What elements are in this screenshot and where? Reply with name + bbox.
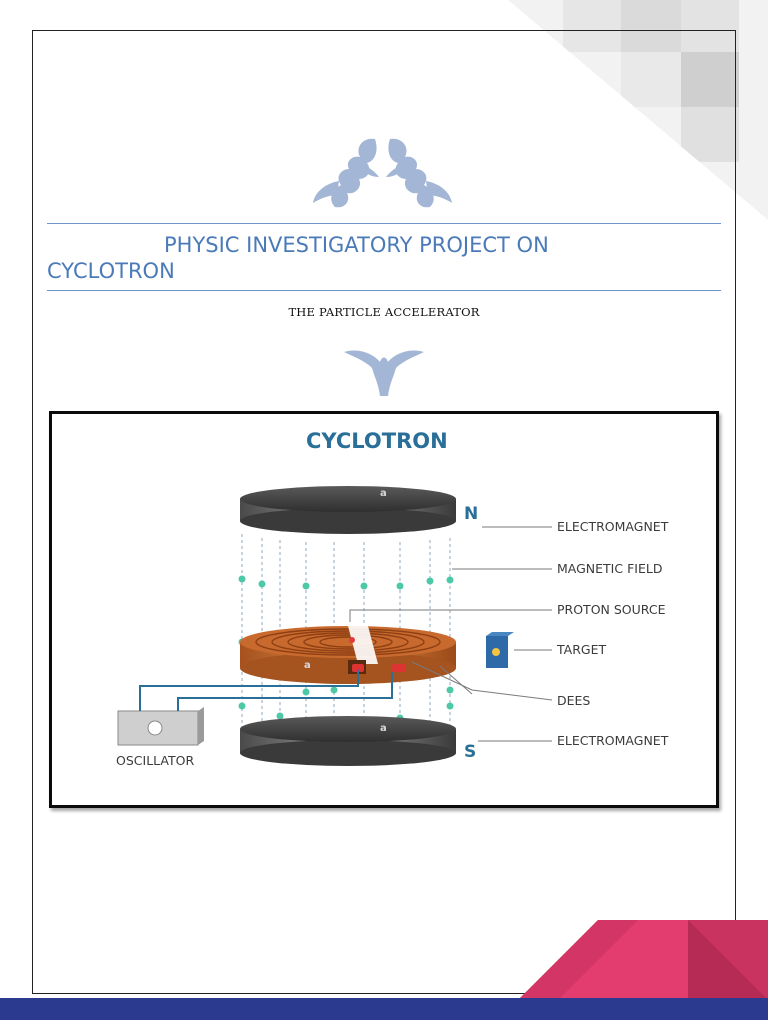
corner-decoration-top-right xyxy=(508,0,768,220)
electromagnet-bottom: a xyxy=(240,716,456,766)
corner-decoration-bottom-right xyxy=(518,920,768,1000)
document-title: PHYSIC INVESTIGATORY PROJECT ON CYCLOTRO… xyxy=(47,232,721,284)
cyclotron-figure: CYCLOTRON a N xyxy=(49,411,719,808)
title-rule-top xyxy=(47,223,721,224)
cyclotron-diagram: CYCLOTRON a N xyxy=(116,429,669,768)
label-magnetic-field: MAGNETIC FIELD xyxy=(557,561,662,576)
divider-ornament-icon xyxy=(344,350,424,396)
label-target: TARGET xyxy=(556,642,606,657)
magnet-mark-top: a xyxy=(380,488,387,499)
pole-south-label: S xyxy=(464,742,476,762)
label-electromagnet-top: ELECTROMAGNET xyxy=(557,519,669,534)
label-leaders xyxy=(349,526,553,742)
label-proton-source: PROTON SOURCE xyxy=(557,602,666,617)
oscillator-wires xyxy=(139,670,393,711)
floral-ornament-icon xyxy=(313,138,452,208)
dee-mark: a xyxy=(304,660,311,671)
footer-band xyxy=(0,998,768,1020)
title-line-1: PHYSIC INVESTIGATORY PROJECT ON xyxy=(164,233,549,257)
magnet-mark-bottom: a xyxy=(380,723,387,734)
oscillator-box xyxy=(117,707,204,746)
pole-north-label: N xyxy=(464,504,478,524)
label-oscillator: OSCILLATOR xyxy=(116,753,194,768)
electromagnet-top: a xyxy=(240,486,456,534)
label-electromagnet-bottom: ELECTROMAGNET xyxy=(557,733,669,748)
field-particles xyxy=(238,575,454,724)
label-dees: DEES xyxy=(557,693,590,708)
title-rule-bottom xyxy=(47,290,721,291)
figure-title: CYCLOTRON xyxy=(306,429,448,453)
title-line-2: CYCLOTRON xyxy=(47,259,175,283)
dees-assembly: a xyxy=(240,626,456,684)
document-subtitle: THE PARTICLE ACCELERATOR xyxy=(288,305,480,319)
target-block xyxy=(486,632,514,668)
page-border xyxy=(32,30,736,994)
